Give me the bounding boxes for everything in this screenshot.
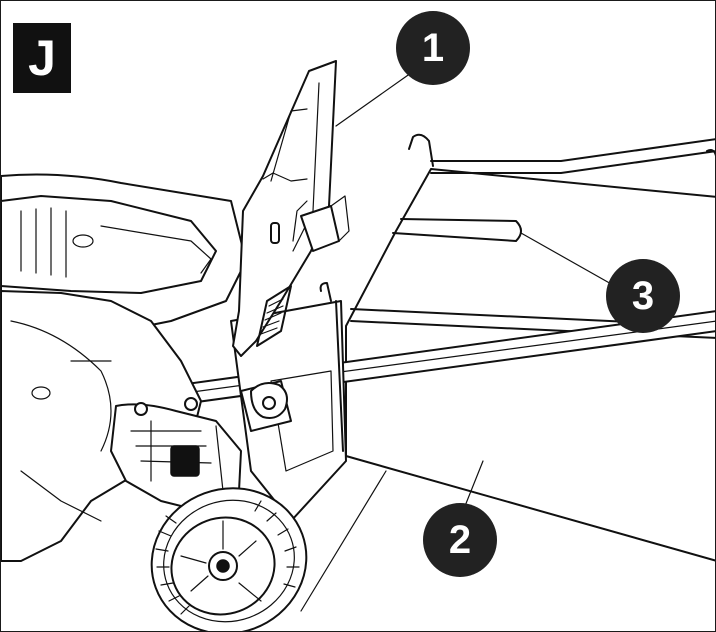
rear-flap (232, 60, 350, 357)
callout-1: 1 (396, 11, 470, 85)
callout-3: 3 (606, 259, 680, 333)
rear-housing (230, 282, 347, 522)
callout-2: 2 (423, 503, 497, 577)
mower-body (1, 173, 247, 562)
rear-mechanism (110, 397, 242, 512)
handle-knob (250, 382, 288, 419)
figure-label: J (13, 23, 71, 93)
rear-wheel (150, 487, 308, 631)
